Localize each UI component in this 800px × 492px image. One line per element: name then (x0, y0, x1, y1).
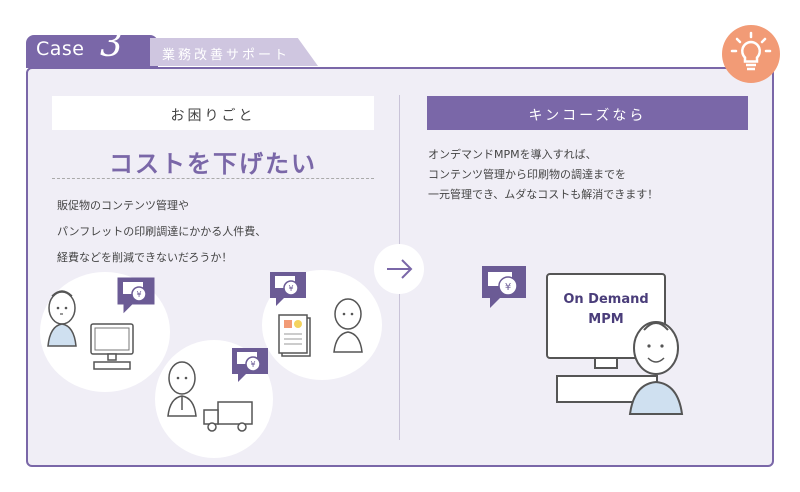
money-bubble-icon: ¥ (482, 266, 526, 308)
yen-symbol: ¥ (250, 360, 255, 369)
problem-line: パンフレットの印刷調達にかかる人件費、 (57, 225, 267, 238)
problem-line: 販促物のコンテンツ管理や (57, 199, 189, 212)
case-header-tab (26, 35, 158, 68)
solution-label: キンコーズなら (528, 108, 647, 124)
problem-label-box: お困りごと (52, 96, 374, 130)
monitor-text-line-1: On Demand (563, 292, 649, 307)
lightbulb-icon (722, 25, 780, 83)
solution-line: コンテンツ管理から印刷物の調達までを (428, 168, 626, 181)
documents-icon (278, 314, 311, 357)
solution-line: オンデマンドMPMを導入すれば、 (428, 148, 597, 161)
person-icon (333, 298, 363, 353)
case-number: 3 (100, 24, 123, 65)
dashed-divider (52, 178, 374, 179)
monitor-text-line-2: MPM (588, 312, 624, 327)
person-icon (167, 361, 197, 417)
arrow-right-icon (374, 244, 424, 294)
money-bubble-icon: ¥ (117, 277, 155, 314)
solution-line: 一元管理でき、ムダなコストも解消できます！ (428, 188, 659, 201)
yen-symbol: ¥ (505, 282, 511, 293)
problem-label: お困りごと (170, 108, 256, 124)
problem-title: コストを下げたい (109, 150, 317, 178)
person-icon (47, 290, 77, 347)
yen-symbol: ¥ (288, 284, 293, 293)
problem-description: 販促物のコンテンツ管理や パンフレットの印刷調達にかかる人件費、 経費などを削減… (57, 193, 377, 271)
solution-description: オンデマンドMPMを導入すれば、 コンテンツ管理から印刷物の調達までを 一元管理… (428, 145, 748, 205)
truck-icon (203, 401, 253, 432)
computer-icon (90, 323, 134, 370)
yen-symbol: ¥ (136, 290, 141, 299)
person-icon (628, 321, 684, 415)
money-bubble-icon: ¥ (232, 348, 268, 382)
subtitle-text: 業務改善サポート (162, 48, 291, 63)
money-bubble-icon: ¥ (270, 272, 306, 306)
case-label: Case (36, 38, 85, 60)
subtitle-tab: 業務改善サポート (150, 38, 318, 66)
solution-label-box: キンコーズなら (427, 96, 748, 130)
problem-line: 経費などを削減できないだろうか！ (57, 251, 233, 264)
